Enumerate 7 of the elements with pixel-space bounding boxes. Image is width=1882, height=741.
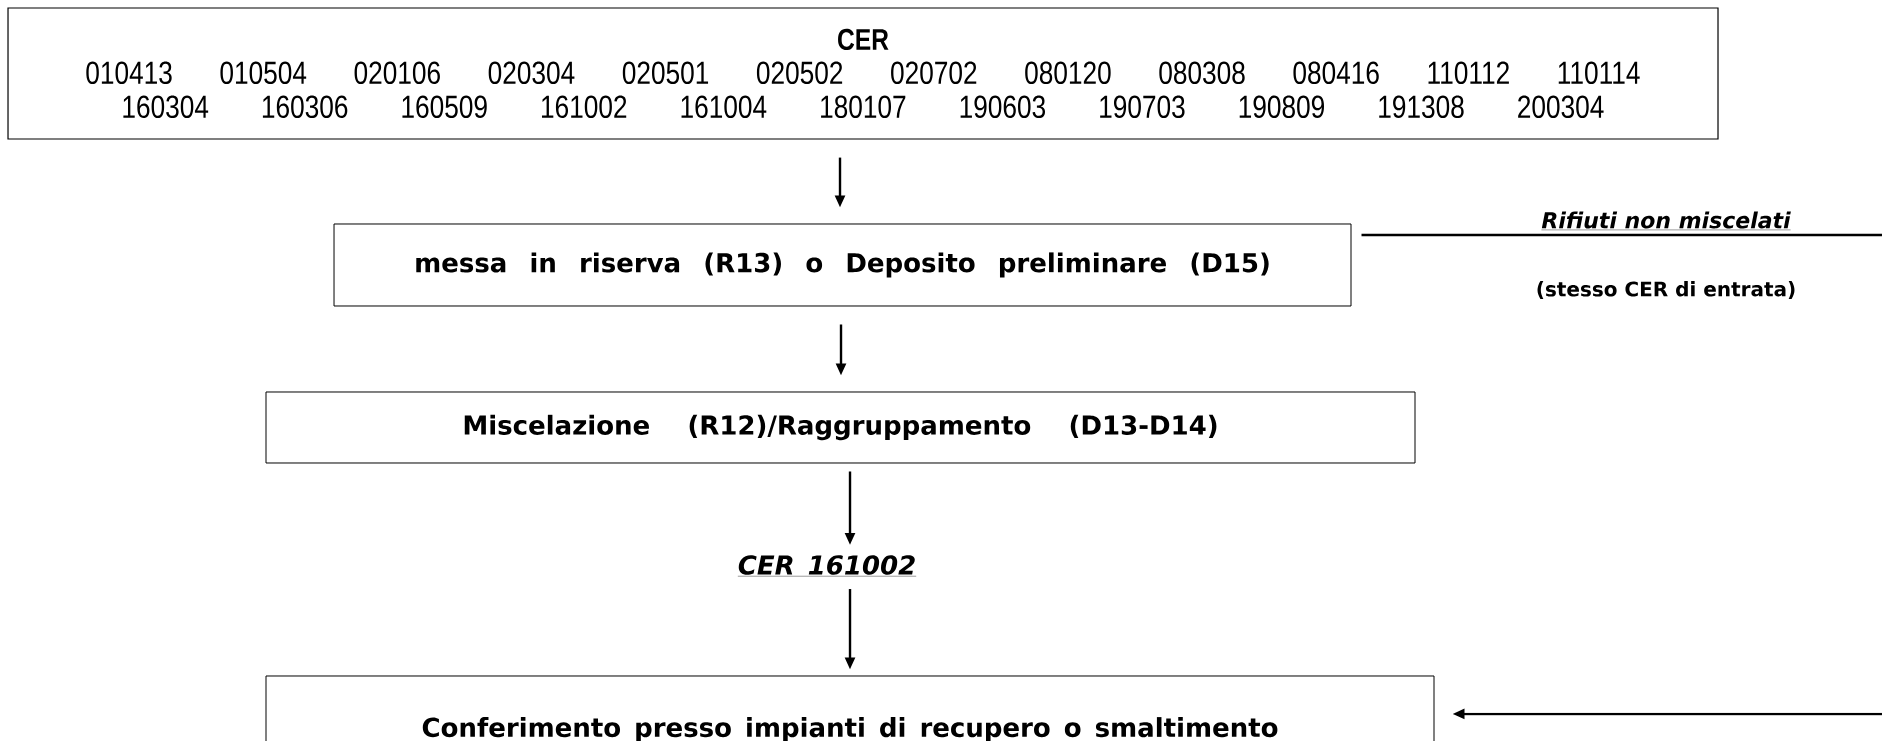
process-box: messa in riserva (R13) o Deposito preliminare (D15) <box>333 223 1352 307</box>
node-label: CER 161002 <box>737 555 917 577</box>
connector-line <box>1361 233 1882 237</box>
note-text: (stesso CER di entrata) <box>1537 281 1795 299</box>
edge-label: Rifiuti non miscelati <box>1541 211 1791 231</box>
process-box: Miscelazione (R12)/Raggruppamento (D13-D14) <box>265 391 1416 464</box>
process-box: CER 010413 010504 020106 020304 020501 020502 020702 080120 080308 080416 110112 110114 160304 160306 160509 161002 161004 180107 190603 190703 190809 191308 200304 <box>7 7 1719 140</box>
